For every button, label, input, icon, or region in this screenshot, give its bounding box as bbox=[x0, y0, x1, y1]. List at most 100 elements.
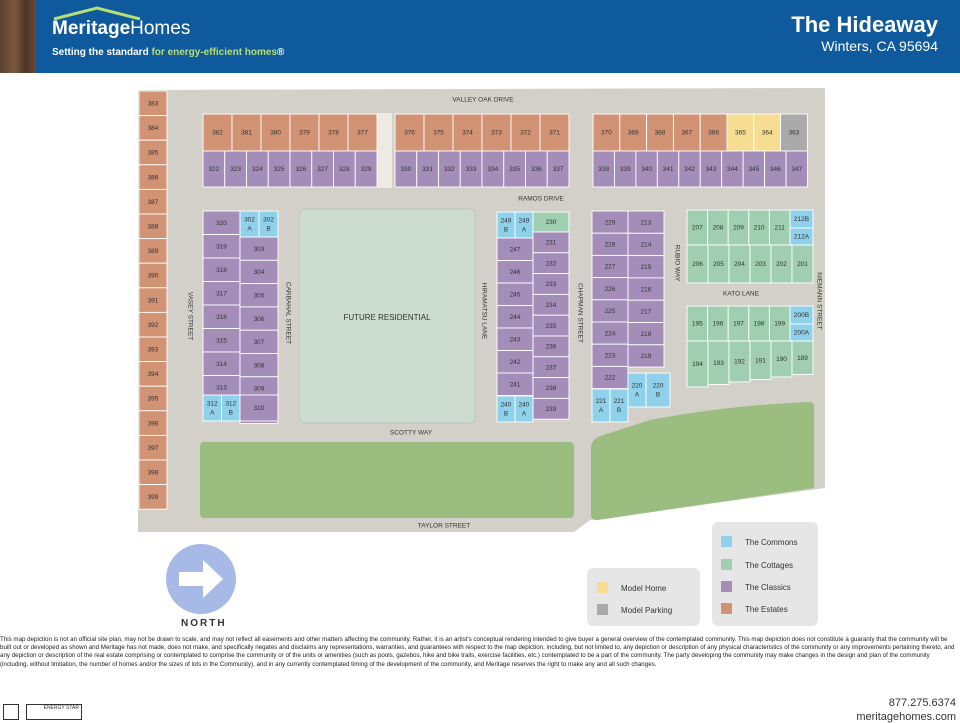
lot-317[interactable]: 317 bbox=[202, 281, 241, 306]
lot-395[interactable]: 395 bbox=[138, 385, 168, 412]
lot-197[interactable]: 197 bbox=[727, 305, 750, 342]
lot-336[interactable]: 336 bbox=[525, 150, 548, 188]
lot-193[interactable]: 193 bbox=[707, 340, 730, 385]
lot-338[interactable]: 338 bbox=[592, 150, 615, 188]
lot-227[interactable]: 227 bbox=[591, 254, 629, 279]
lot-319[interactable]: 319 bbox=[202, 234, 241, 259]
lot-378[interactable]: 378 bbox=[318, 113, 349, 152]
lot-195[interactable]: 195 bbox=[686, 305, 709, 342]
lot-394[interactable]: 394 bbox=[138, 361, 168, 387]
brand-logo[interactable]: MeritageHomes bbox=[52, 18, 191, 39]
lot-398[interactable]: 398 bbox=[138, 459, 168, 486]
lot-331[interactable]: 331 bbox=[416, 150, 439, 188]
lot-388[interactable]: 388 bbox=[138, 213, 168, 240]
lot-314[interactable]: 314 bbox=[202, 351, 241, 376]
lot-246[interactable]: 246 bbox=[496, 260, 534, 284]
lot-339[interactable]: 339 bbox=[614, 150, 637, 188]
lot-333[interactable]: 333 bbox=[459, 150, 483, 188]
lot-376[interactable]: 376 bbox=[394, 113, 425, 152]
lot-334[interactable]: 334 bbox=[481, 150, 505, 188]
lot-207[interactable]: 207 bbox=[686, 209, 709, 246]
lot-315[interactable]: 315 bbox=[202, 328, 241, 353]
lot-196[interactable]: 196 bbox=[707, 305, 729, 342]
lot-235[interactable]: 235 bbox=[532, 314, 570, 337]
lot-205[interactable]: 205 bbox=[707, 244, 730, 284]
lot-337[interactable]: 337 bbox=[546, 150, 570, 188]
lot-327[interactable]: 327 bbox=[311, 150, 334, 188]
lot-385[interactable]: 385 bbox=[138, 139, 168, 166]
lot-393[interactable]: 393 bbox=[138, 336, 168, 363]
lot-318[interactable]: 318 bbox=[202, 257, 241, 282]
lot-330[interactable]: 330 bbox=[394, 150, 418, 188]
lot-372[interactable]: 372 bbox=[510, 113, 541, 152]
lot-230[interactable]: 230 bbox=[532, 211, 570, 233]
website-link[interactable]: meritagehomes.com bbox=[856, 711, 956, 723]
lot-236[interactable]: 236 bbox=[532, 335, 570, 358]
lot-211[interactable]: 211 bbox=[768, 209, 791, 246]
lot-206[interactable]: 206 bbox=[686, 244, 709, 284]
lot-346[interactable]: 346 bbox=[764, 150, 787, 188]
lot-322[interactable]: 322 bbox=[202, 150, 226, 188]
lot-213[interactable]: 213 bbox=[627, 210, 665, 234]
lot-389[interactable]: 389 bbox=[138, 238, 168, 264]
lot-368[interactable]: 368 bbox=[646, 113, 674, 152]
lot-370[interactable]: 370 bbox=[592, 113, 621, 152]
lot-387[interactable]: 387 bbox=[138, 188, 168, 215]
lot-342[interactable]: 342 bbox=[678, 150, 701, 188]
lot-209[interactable]: 209 bbox=[727, 209, 750, 246]
lot-335[interactable]: 335 bbox=[503, 150, 526, 188]
lot-204[interactable]: 204 bbox=[728, 244, 751, 284]
lot-231[interactable]: 231 bbox=[532, 231, 570, 254]
lot-223[interactable]: 223 bbox=[591, 343, 629, 367]
lot-214[interactable]: 214 bbox=[627, 232, 665, 257]
lot-367[interactable]: 367 bbox=[672, 113, 701, 152]
lot-323[interactable]: 323 bbox=[224, 150, 247, 188]
lot-309[interactable]: 309 bbox=[239, 376, 279, 401]
lot-201[interactable]: 201 bbox=[791, 244, 814, 284]
lot-306[interactable]: 306 bbox=[239, 306, 279, 331]
lot-233[interactable]: 233 bbox=[532, 273, 570, 295]
lot-365[interactable]: 365 bbox=[726, 113, 755, 152]
lot-189[interactable]: 189 bbox=[791, 340, 814, 375]
lot-212b[interactable]: 212B bbox=[789, 209, 814, 229]
lot-363[interactable]: 363 bbox=[780, 113, 808, 152]
lot-210[interactable]: 210 bbox=[748, 209, 770, 246]
lot-226[interactable]: 226 bbox=[591, 277, 629, 301]
phone-number[interactable]: 877.275.6374 bbox=[888, 697, 956, 709]
lot-224[interactable]: 224 bbox=[591, 321, 629, 345]
lot-200b[interactable]: 200B bbox=[789, 305, 814, 325]
lot-194[interactable]: 194 bbox=[686, 340, 709, 388]
lot-310[interactable]: 310 bbox=[239, 394, 279, 422]
lot-245[interactable]: 245 bbox=[496, 282, 534, 306]
lot-324[interactable]: 324 bbox=[246, 150, 269, 188]
lot-228[interactable]: 228 bbox=[591, 232, 629, 256]
lot-326[interactable]: 326 bbox=[289, 150, 313, 188]
lot-232[interactable]: 232 bbox=[532, 252, 570, 275]
lot-375[interactable]: 375 bbox=[423, 113, 454, 152]
lot-364[interactable]: 364 bbox=[753, 113, 782, 152]
lot-381[interactable]: 381 bbox=[231, 113, 262, 152]
lot-373[interactable]: 373 bbox=[481, 113, 512, 152]
lot-380[interactable]: 380 bbox=[260, 113, 291, 152]
lot-396[interactable]: 396 bbox=[138, 410, 168, 436]
lot-212a[interactable]: 212A bbox=[789, 227, 814, 246]
lot-332[interactable]: 332 bbox=[438, 150, 461, 188]
lot-241[interactable]: 241 bbox=[496, 372, 534, 396]
lot-192[interactable]: 192 bbox=[728, 340, 751, 383]
lot-222[interactable]: 222 bbox=[591, 365, 629, 390]
lot-369[interactable]: 369 bbox=[619, 113, 648, 152]
lot-307[interactable]: 307 bbox=[239, 329, 279, 354]
lot-234[interactable]: 234 bbox=[532, 293, 570, 316]
lot-390[interactable]: 390 bbox=[138, 262, 168, 289]
lot-366[interactable]: 366 bbox=[699, 113, 728, 152]
lot-392[interactable]: 392 bbox=[138, 311, 168, 338]
